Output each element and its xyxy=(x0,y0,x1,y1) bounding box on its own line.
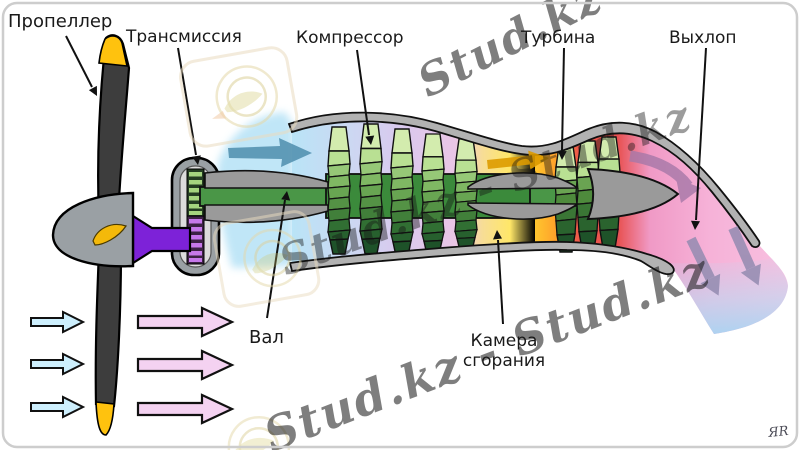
watermark-text: Stud.kz - Stud.kz xyxy=(257,242,718,450)
intake-air-arrow-icon xyxy=(30,396,84,418)
leader-compressor xyxy=(356,49,375,145)
label-shaft: Вал xyxy=(249,327,284,348)
propeller-tip-upper xyxy=(98,35,129,67)
label-propeller: Пропеллер xyxy=(8,11,112,32)
flow-arrows xyxy=(228,138,769,301)
leader-exhaust xyxy=(691,47,707,230)
intake-flow-arrow-icon xyxy=(228,138,312,167)
logo-stamp xyxy=(212,210,321,308)
accelerated-air-arrow-icon xyxy=(136,393,234,425)
accelerated-air-arrow-icon xyxy=(136,349,234,381)
combustion-flow-arrow-icon xyxy=(487,150,550,170)
label-turbine: Турбина xyxy=(520,28,595,48)
watermark-text: Stud.kz - Stud.kz xyxy=(410,0,800,108)
label-combustion-line2: сгорания xyxy=(463,351,545,371)
accelerated-air-arrow-icon xyxy=(136,306,234,338)
label-transmission: Трансмиссия xyxy=(125,27,242,47)
tail-cone xyxy=(586,167,680,221)
upper-casing xyxy=(287,111,761,248)
propeller xyxy=(51,34,192,436)
label-exhaust: Выхлоп xyxy=(669,28,737,48)
leader-transmission xyxy=(177,47,201,165)
propeller-hub xyxy=(51,191,135,268)
intake-air-arrow-icon xyxy=(30,353,84,375)
air-arrows xyxy=(30,306,234,425)
leader-combustion xyxy=(493,230,504,325)
leader-turbine xyxy=(557,47,567,160)
exhaust-curve-arrow-icon xyxy=(629,150,701,203)
leader-propeller xyxy=(65,35,97,96)
hub-highlight xyxy=(92,223,127,246)
intake-air-arrow-icon xyxy=(30,311,84,333)
propeller-blade-lower xyxy=(94,248,123,408)
label-compressor: Компрессор xyxy=(296,28,404,48)
propeller-tip-lower xyxy=(95,401,115,436)
logo-stamp xyxy=(179,46,299,148)
label-combustion-line1: Камера xyxy=(471,331,538,351)
engine-casing xyxy=(287,111,761,275)
lower-casing xyxy=(288,240,675,275)
artist-signature: ЯR xyxy=(767,424,790,441)
labels: Пропеллер Трансмиссия Компрессор Турбина… xyxy=(8,11,737,371)
combustor-liner xyxy=(204,169,579,224)
leader-shaft xyxy=(266,191,291,319)
